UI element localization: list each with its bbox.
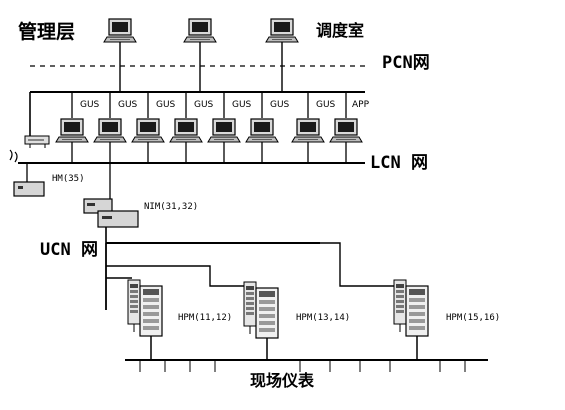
station-tag: GUS	[156, 100, 176, 110]
pcn-network-label: PCN网	[382, 53, 430, 73]
management-layer-label: 管理层	[18, 20, 75, 43]
field-instrument-stubs	[139, 360, 466, 372]
station-row: GUS GUS GUS GUS GUS GUS GUS APP	[55, 92, 370, 163]
lcn-network-label: LCN 网	[370, 153, 428, 173]
station-tag: GUS	[232, 100, 252, 110]
nim-device	[83, 163, 139, 243]
ucn-feeders	[106, 242, 398, 287]
station-tag: GUS	[194, 100, 214, 110]
lcn-terminator-icon	[9, 149, 18, 163]
dispatch-workstations	[103, 18, 299, 92]
station-tag: GUS	[80, 100, 100, 110]
dispatch-room-label: 调度室	[316, 21, 364, 40]
station-tag: GUS	[270, 100, 290, 110]
field-instruments-label: 现场仪表	[250, 371, 315, 390]
hpm-label-2: HPM(13,14)	[296, 313, 350, 323]
station-tag: GUS	[118, 100, 138, 110]
hpm-label-1: HPM(11,12)	[178, 313, 232, 323]
ucn-network-label: UCN 网	[40, 240, 98, 260]
hpm-rack-1	[127, 279, 163, 343]
router-device	[24, 135, 50, 148]
nim-label: NIM(31,32)	[144, 202, 198, 212]
hm-label: HM(35)	[52, 174, 85, 184]
station-tag: APP	[352, 100, 370, 110]
hm-device	[13, 163, 45, 197]
hpm-rack-3	[393, 279, 429, 343]
hpm-label-3: HPM(15,16)	[446, 313, 500, 323]
station-tag: GUS	[316, 100, 336, 110]
hpm-rack-2	[243, 281, 279, 345]
